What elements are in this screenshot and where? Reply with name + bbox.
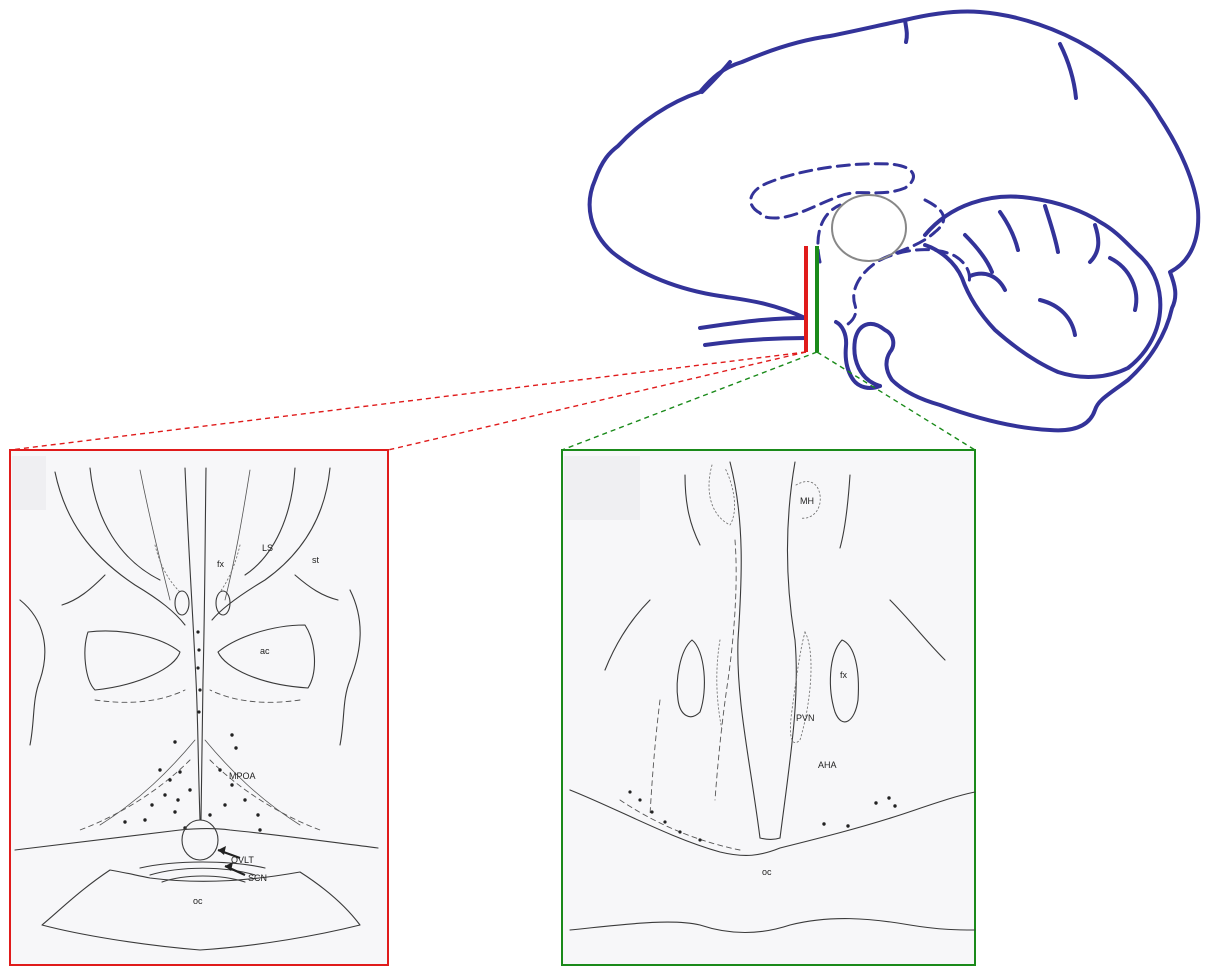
cerebellum-folia-4 xyxy=(1110,258,1136,310)
left-panel-frame xyxy=(10,450,388,965)
right-label-oc: oc xyxy=(762,867,772,877)
sulcus-3 xyxy=(702,62,730,92)
sulcus-1 xyxy=(905,20,907,42)
cerebellum-folia-3 xyxy=(1090,225,1098,262)
right-panel-corner-patch xyxy=(564,456,640,520)
right-section-panel: MH fx PVN AHA oc xyxy=(562,450,975,965)
cerebellum-folia-2 xyxy=(1045,206,1058,252)
cerebellum-folia-5 xyxy=(1040,300,1075,335)
olfactory-tract-lower xyxy=(705,338,806,345)
cerebellum-folia-1 xyxy=(1000,212,1018,250)
left-label-st: st xyxy=(312,555,320,565)
right-label-aha: AHA xyxy=(818,760,837,770)
right-panel-frame xyxy=(562,450,975,965)
right-label-mh: MH xyxy=(800,496,814,506)
red-connector-left xyxy=(10,352,806,450)
left-label-ovlt: OVLT xyxy=(231,855,254,865)
left-label-scn: SCN xyxy=(248,873,267,883)
left-panel-corner-patch xyxy=(12,456,46,510)
cerebellum-folia-6 xyxy=(970,274,1005,290)
left-section-panel: fx LS st ac MPOA OVLT SCN oc xyxy=(10,450,388,965)
midbrain-dashed xyxy=(845,200,944,326)
red-connector-right xyxy=(388,352,806,450)
green-connector-right xyxy=(817,352,975,450)
sulcus-2 xyxy=(1060,44,1076,98)
left-label-oc: oc xyxy=(193,896,203,906)
olfactory-tract-upper xyxy=(700,318,805,328)
cerebellum-folia-7 xyxy=(965,235,992,272)
thalamus-outline xyxy=(832,195,906,261)
left-label-ls: LS xyxy=(262,543,273,553)
cerebellum xyxy=(925,197,1160,377)
right-label-fx: fx xyxy=(840,670,848,680)
left-label-mpoa: MPOA xyxy=(229,771,256,781)
left-label-ac: ac xyxy=(260,646,270,656)
left-label-fx: fx xyxy=(217,559,225,569)
right-label-pvn: PVN xyxy=(796,713,815,723)
